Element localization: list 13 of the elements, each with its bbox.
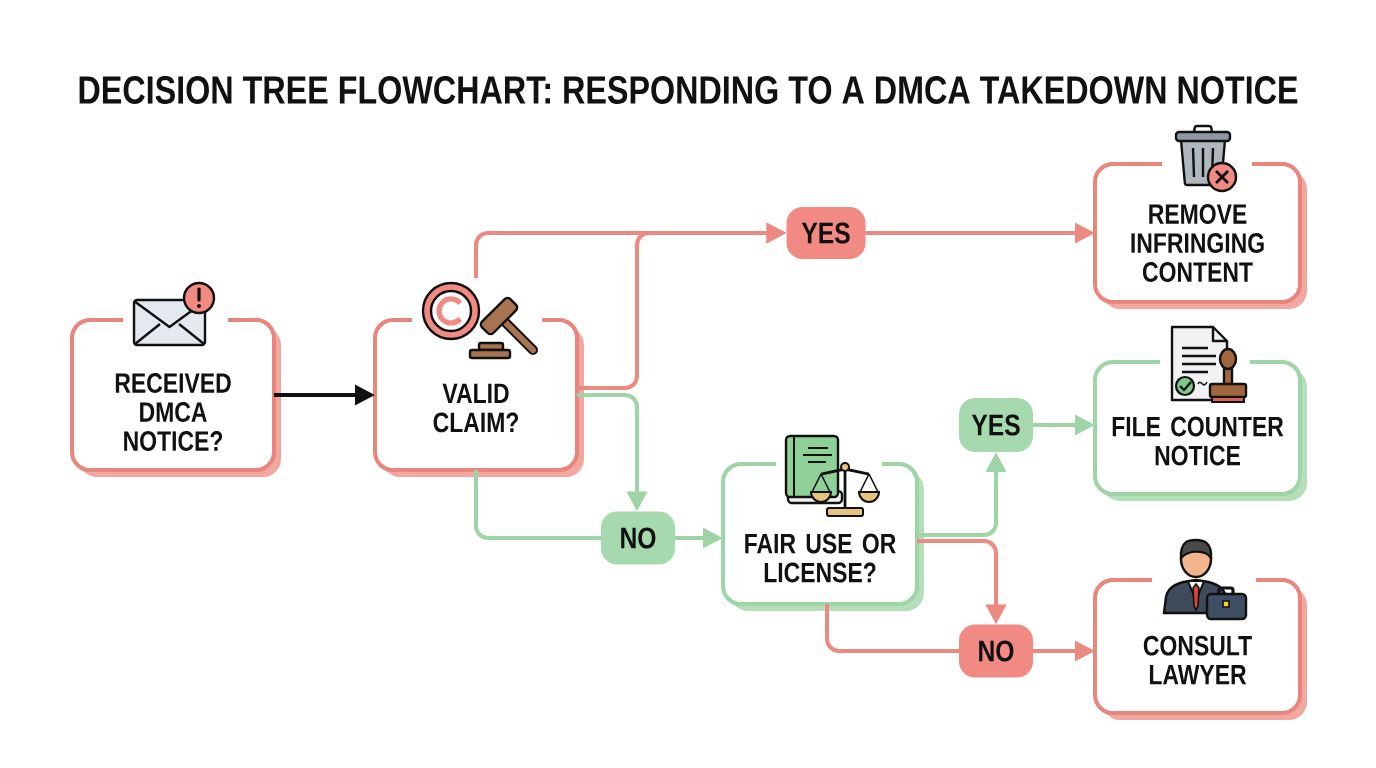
title: DECISION TREE FLOWCHART: RESPONDING TO A DMCA TAKEDOWN NOTICE [79, 76, 1298, 104]
action-box: REMOVE INFRINGING CONTENT [1093, 162, 1307, 309]
connector-line [825, 604, 959, 653]
connector-line [474, 470, 601, 540]
branch-pill: YES [959, 398, 1033, 452]
decision-box: VALID CLAIM? [373, 318, 584, 477]
action-box: FILE COUNTER NOTICE [1093, 360, 1307, 501]
branch-pill: NO [959, 624, 1033, 678]
branch-pill: NO [601, 511, 675, 565]
action-box: CONSULT LAWYER [1093, 578, 1307, 720]
branch-pill: YES [786, 207, 866, 259]
decision-box: FAIR USE OR LICENSE? [721, 462, 924, 611]
decision-box: RECEIVED DMCA NOTICE? [70, 318, 281, 477]
